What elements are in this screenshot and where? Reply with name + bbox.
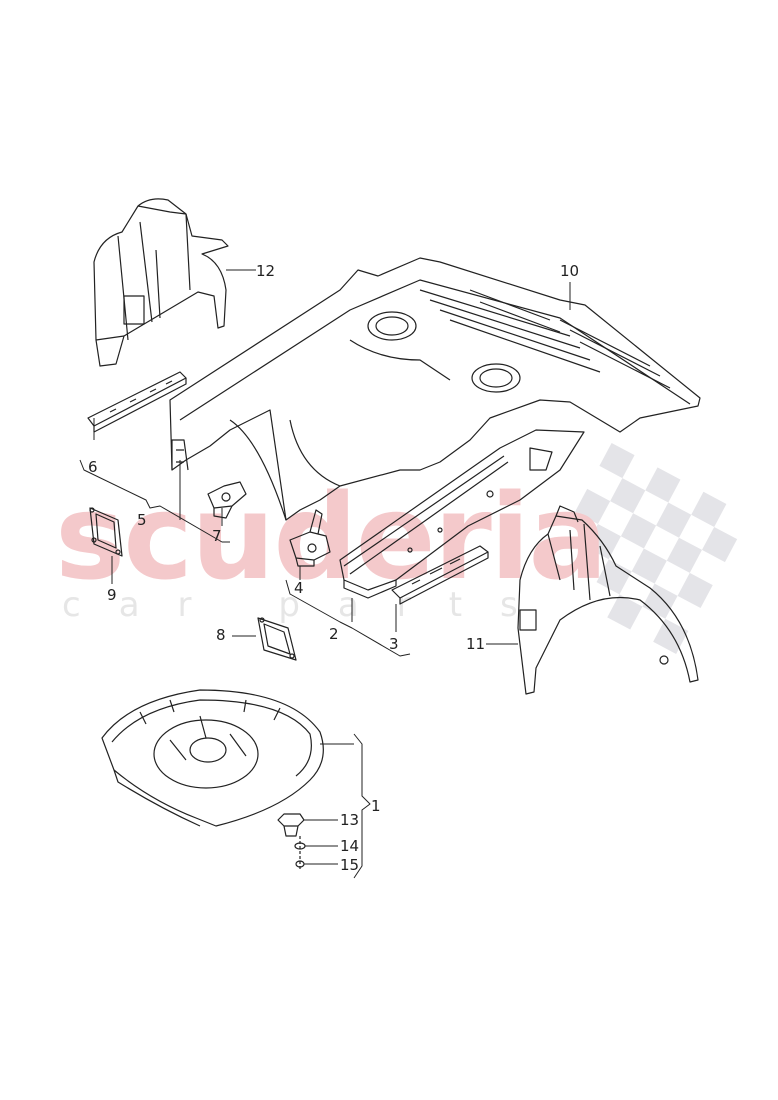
parts-13-14-15-fasteners [277,813,306,870]
callout-3[interactable]: 3 [389,635,399,653]
part-12-wheelhouse-left [93,198,229,367]
callout-7[interactable]: 7 [212,527,222,545]
leader-lines [79,269,571,879]
callout-10[interactable]: 10 [560,262,580,280]
callout-13[interactable]: 13 [340,811,360,829]
callout-9[interactable]: 9 [107,586,117,604]
callout-15[interactable]: 15 [340,856,360,874]
callout-2[interactable]: 2 [329,625,339,643]
callout-5[interactable]: 5 [137,511,147,529]
part-6-bracket-rail [87,371,187,433]
part-2-sill-member [339,429,585,599]
part-10-rear-floor [169,257,701,521]
part-4-bracket [289,509,331,567]
part-11-wheelhouse-right [517,505,699,695]
part-8-frame-bracket [257,617,297,661]
watermark-brand: scuderia [55,468,608,606]
part-1-spare-wheel-well [101,689,324,827]
callout-12[interactable]: 12 [256,262,276,280]
callout-8[interactable]: 8 [216,626,226,644]
part-7-bracket [207,481,247,519]
callout-14[interactable]: 14 [340,837,360,855]
part-3-flat-rail [391,545,489,605]
part-9-frame-bracket [89,507,123,557]
callout-6[interactable]: 6 [88,458,98,476]
callout-11[interactable]: 11 [466,635,486,653]
callout-4[interactable]: 4 [294,579,304,597]
callout-1[interactable]: 1 [371,797,381,815]
